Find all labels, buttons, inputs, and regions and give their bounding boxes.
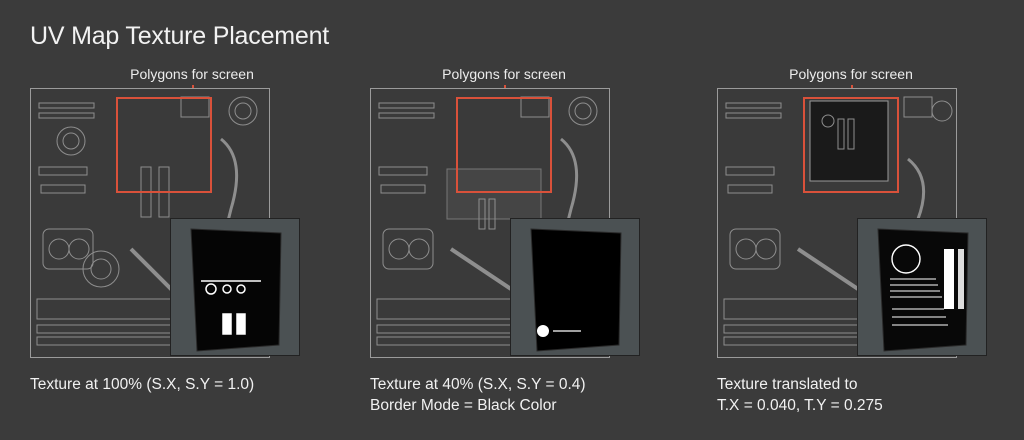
screen-preview: [857, 218, 987, 356]
caption: Texture at 40% (S.X, S.Y = 0.4) Border M…: [370, 374, 586, 416]
screen-preview: [510, 218, 640, 356]
panel-texture-translated: Polygons for screen Textu: [717, 60, 1017, 414]
callout-label: Polygons for screen: [442, 66, 566, 82]
screen-polygons-outline: [803, 97, 899, 193]
caption-line: Texture translated to: [717, 376, 858, 393]
screen-polygons-outline: [456, 97, 552, 193]
callout-label: Polygons for screen: [130, 66, 254, 82]
screen-preview: [170, 218, 300, 356]
caption-line: Texture at 40% (S.X, S.Y = 0.4): [370, 376, 586, 393]
callout-label: Polygons for screen: [789, 66, 913, 82]
caption: Texture at 100% (S.X, S.Y = 1.0): [30, 374, 254, 395]
caption-line: T.X = 0.040, T.Y = 0.275: [717, 397, 883, 414]
panel-texture-40: Polygons for screen Texture at 40% (S.X,…: [370, 60, 670, 414]
screen-polygons-outline: [116, 97, 212, 193]
page-title: UV Map Texture Placement: [30, 22, 330, 50]
panel-texture-100: Polygons for screen Texture at 100% (S.: [30, 60, 330, 393]
caption-line: Texture at 100% (S.X, S.Y = 1.0): [30, 376, 255, 393]
caption: Texture translated to T.X = 0.040, T.Y =…: [717, 374, 883, 416]
caption-line: Border Mode = Black Color: [370, 397, 557, 414]
